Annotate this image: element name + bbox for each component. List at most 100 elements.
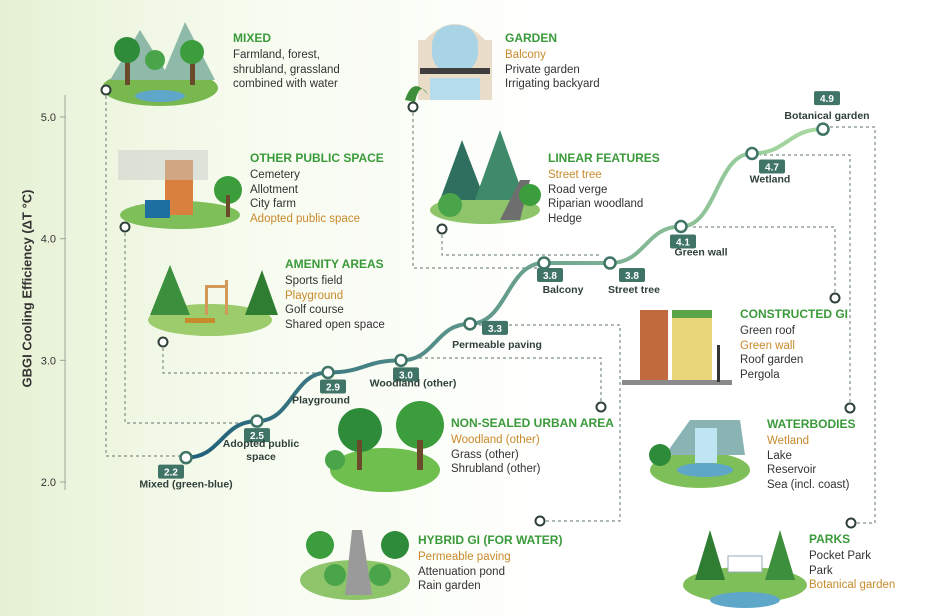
category-item: Grass (other)	[451, 448, 519, 461]
category-item: Irrigating backyard	[505, 78, 600, 90]
category-item: Roof garden	[740, 354, 804, 366]
category-item: Street tree	[548, 169, 602, 181]
value-badge	[759, 159, 785, 174]
category-item: Private garden	[505, 63, 580, 76]
y-axis-label: GBGI Cooling Efficiency (ΔT °C)	[19, 189, 35, 388]
garden-illustration	[405, 24, 492, 102]
category-item: Green wall	[740, 339, 795, 352]
value-badge	[670, 234, 696, 249]
waterbodies-illustration	[649, 420, 750, 488]
data-point	[394, 353, 408, 368]
value-label: 4.7	[765, 163, 779, 174]
connector	[409, 357, 602, 407]
category-title: PARKS	[809, 532, 851, 546]
category-title: LINEAR FEATURES	[548, 151, 660, 165]
point-label: Wetland	[750, 174, 791, 186]
category-title: NON-SEALED URBAN AREA	[451, 416, 614, 430]
category-item: Farmland, forest,	[233, 49, 320, 61]
connector	[441, 229, 600, 256]
category-item: Botanical garden	[809, 579, 896, 591]
data-point	[463, 317, 477, 331]
point-label: Adopted public	[223, 438, 300, 450]
value-label: 3.8	[625, 271, 639, 282]
value-badge	[244, 428, 270, 443]
value-badge	[158, 464, 184, 479]
data-point	[179, 450, 193, 465]
category-item: Attenuation pond	[418, 565, 505, 578]
connector-end	[844, 402, 856, 414]
connector	[105, 90, 180, 457]
point-label: Permeable paving	[452, 339, 542, 351]
connector-end	[845, 517, 857, 529]
connector-end	[407, 101, 419, 113]
value-badge	[393, 367, 419, 382]
category-item: Golf course	[285, 304, 344, 316]
connector-end	[100, 84, 112, 96]
connector	[162, 342, 320, 374]
y-tick-label: 5.0	[41, 112, 56, 124]
category-item: Road verge	[548, 183, 608, 196]
category-title: WATERBODIES	[767, 417, 856, 431]
point-label: Botanical garden	[784, 110, 869, 122]
y-ticks: 2.03.04.05.0	[41, 112, 66, 489]
category-item: Sports field	[285, 275, 343, 287]
value-label: 3.3	[488, 324, 502, 335]
data-point	[321, 365, 335, 380]
point-label: Green wall	[674, 247, 727, 259]
category-item: Park	[809, 564, 833, 577]
non-sealed-urban-illustration	[325, 401, 444, 492]
connector-end	[436, 223, 448, 235]
value-badge	[814, 91, 840, 106]
value-label: 3.8	[543, 271, 557, 282]
value-label: 3.0	[399, 370, 413, 381]
illustrations	[102, 22, 807, 608]
category-item: Riparian woodland	[548, 198, 644, 210]
category-item: City farm	[250, 198, 296, 210]
y-tick-label: 4.0	[41, 234, 56, 246]
value-badge	[537, 268, 563, 282]
category-item: Wetland	[767, 435, 809, 447]
hybrid-gi-illustration	[300, 530, 410, 600]
category-item: Reservoir	[767, 464, 817, 476]
data-point	[674, 219, 688, 234]
value-badge	[619, 268, 645, 282]
category-item: Pergola	[740, 368, 780, 381]
category-item: Shared open space	[285, 318, 385, 331]
category-title: HYBRID GI (FOR WATER)	[418, 533, 563, 547]
constructed-gi-illustration	[622, 310, 732, 385]
connector-end	[119, 221, 131, 233]
value-label: 4.1	[676, 238, 690, 249]
amenity-areas-illustration	[148, 265, 278, 336]
category-item: Pocket Park	[809, 550, 871, 562]
category-item: Allotment	[250, 183, 298, 196]
other-public-space-illustration	[118, 150, 242, 229]
connector-end	[595, 401, 607, 413]
value-label: 2.2	[164, 468, 178, 479]
category-title: GARDEN	[505, 31, 558, 45]
category-item: Cemetery	[250, 169, 300, 181]
data-point	[250, 414, 264, 428]
category-item: Green roof	[740, 325, 795, 337]
value-badge	[320, 379, 346, 394]
data-point	[603, 256, 617, 270]
connector	[830, 126, 876, 524]
value-label: 4.9	[820, 94, 834, 105]
linear-features-illustration	[430, 130, 541, 224]
point-label: Playground	[292, 395, 350, 407]
point-label: Mixed (green-blue)	[139, 479, 232, 491]
category-title: CONSTRUCTED GI	[740, 307, 848, 321]
category-title: AMENITY AREAS	[285, 257, 384, 271]
category-item: Sea (incl. coast)	[767, 478, 850, 491]
connector-end	[157, 336, 169, 348]
